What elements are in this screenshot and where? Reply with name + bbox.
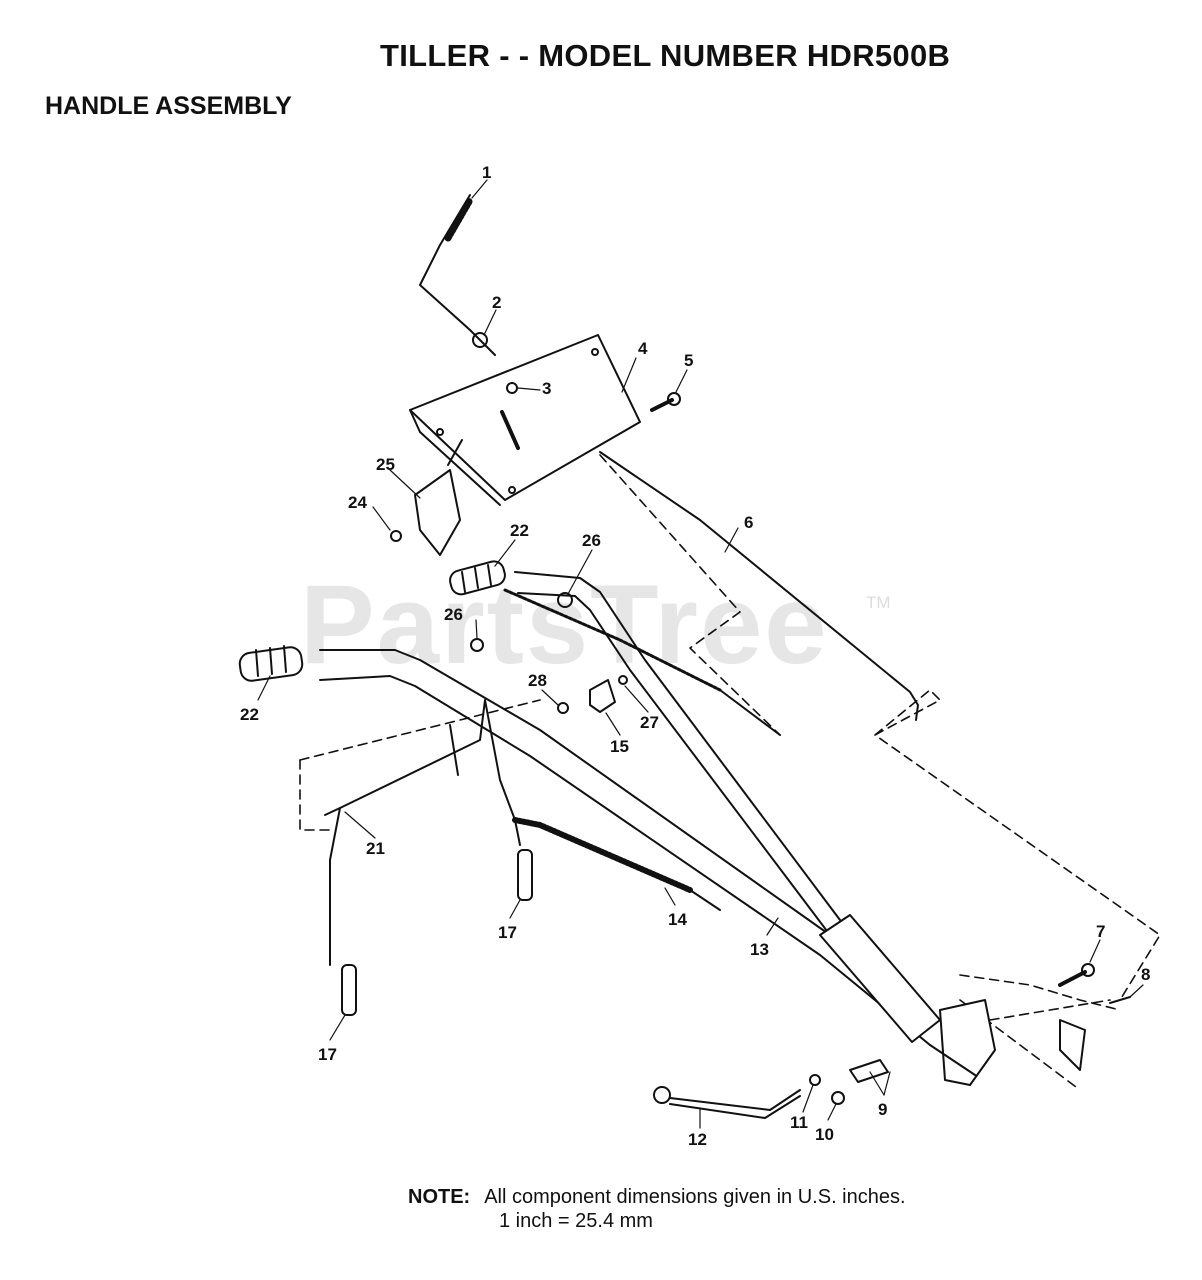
callout-labels: 1 2 3 4 5 6 7 8 9 10 11 12 13 14 15 17 1… <box>240 163 1150 1149</box>
section-title: HANDLE ASSEMBLY <box>45 92 292 120</box>
part-28-nut <box>557 702 569 714</box>
throttle-cable <box>503 588 722 692</box>
part-27-washer <box>618 675 628 685</box>
callout-10: 10 <box>815 1125 834 1144</box>
part-7-bolt <box>1058 963 1095 987</box>
callout-22-lower: 22 <box>240 705 259 724</box>
callout-13: 13 <box>750 940 769 959</box>
watermark: PartsTree <box>300 562 829 687</box>
part-8-pin <box>1109 996 1131 1004</box>
callout-1: 1 <box>482 163 491 182</box>
gearbox-housing <box>1059 1019 1086 1071</box>
callout-26-lower: 26 <box>444 605 463 624</box>
note-line-1: All component dimensions given in U.S. i… <box>484 1186 906 1208</box>
part-26-nut-upper <box>557 592 573 608</box>
callout-27: 27 <box>640 713 659 732</box>
part-9-bushing <box>849 1059 889 1083</box>
callout-17-right: 17 <box>498 923 517 942</box>
callout-24: 24 <box>348 493 367 512</box>
callout-21: 21 <box>366 839 385 858</box>
callout-25: 25 <box>376 455 395 474</box>
callout-11: 11 <box>790 1113 808 1132</box>
callout-22-upper: 22 <box>510 521 529 540</box>
part-17-grip-left <box>341 964 357 1016</box>
callout-17-left: 17 <box>318 1045 337 1064</box>
callout-8: 8 <box>1141 965 1150 984</box>
part-22-grip-upper <box>449 560 506 596</box>
part-1-throttle-rod <box>419 194 496 356</box>
part-13-handle <box>319 649 941 1046</box>
callout-5: 5 <box>684 351 693 370</box>
part-12-lever <box>653 1086 801 1119</box>
callout-3: 3 <box>542 379 551 398</box>
base-bracket <box>929 999 996 1086</box>
part-11-washer <box>809 1074 821 1086</box>
part-15-bracket <box>589 679 616 713</box>
units-note: NOTE: All component dimensions given in U… <box>408 1185 906 1233</box>
part-10-nut <box>831 1091 845 1105</box>
note-label: NOTE: <box>408 1186 471 1208</box>
part-24-nut <box>390 530 402 542</box>
phantom-outline <box>299 454 1161 1091</box>
callout-26-upper: 26 <box>582 531 601 550</box>
part-25-bracket <box>414 439 463 556</box>
callout-4: 4 <box>638 339 648 358</box>
part-14-cable <box>512 817 721 911</box>
upper-handle-tube <box>514 571 841 936</box>
part-21-bail <box>324 699 521 966</box>
part-5-screw <box>650 392 681 412</box>
callout-12: 12 <box>688 1130 707 1149</box>
part-2-clip <box>472 332 488 348</box>
callout-28: 28 <box>528 671 547 690</box>
part-4-panel <box>409 334 641 506</box>
callout-15: 15 <box>610 737 629 756</box>
callout-7: 7 <box>1096 922 1105 941</box>
callout-6: 6 <box>744 513 753 532</box>
part-22-grip-lower <box>238 645 304 682</box>
part-6-rod <box>599 451 919 721</box>
part-26-nut-lower <box>470 638 484 652</box>
page-title: TILLER - - MODEL NUMBER HDR500B <box>380 38 951 73</box>
note-line-2: 1 inch = 25.4 mm <box>499 1210 653 1232</box>
part-17-grip-right <box>517 849 533 901</box>
callout-14: 14 <box>668 910 687 929</box>
watermark-trademark: TM <box>866 593 891 612</box>
leader-lines <box>257 179 1144 1129</box>
callout-2: 2 <box>492 293 501 312</box>
callout-9: 9 <box>878 1100 887 1119</box>
